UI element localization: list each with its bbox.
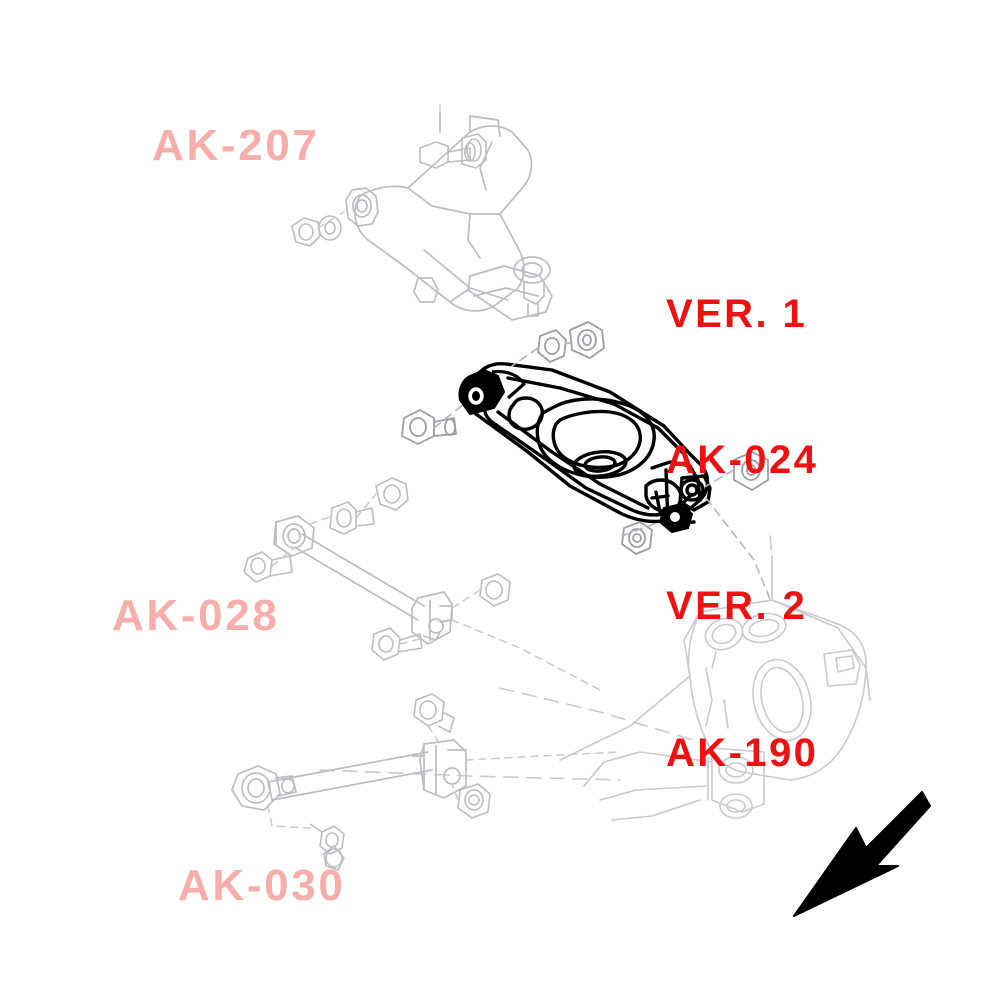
lower-arm-outer-mount — [658, 502, 694, 534]
part-ak207-upper-arm — [345, 111, 553, 321]
part-label-ak-028: AK-028 — [112, 591, 280, 640]
subframe-knuckle-group — [559, 555, 871, 821]
lower-arm-assembly-lines — [433, 341, 773, 605]
version-line-1: VER. 1 — [666, 291, 808, 336]
part-ak030-trailing-arm — [231, 739, 467, 811]
lower-arm-fasteners — [401, 321, 769, 555]
version-line-2: AK-024 — [666, 437, 819, 482]
version-line-3: VER. 2 — [666, 584, 808, 629]
part-label-ak-207: AK-207 — [152, 121, 320, 170]
lower-arm-inner-bushing — [458, 368, 527, 416]
ak207-assembly-lines — [317, 99, 441, 229]
ak030-assembly-lines — [267, 725, 621, 829]
part-label-ak-030: AK-030 — [178, 861, 346, 910]
part-ak028-link — [273, 515, 453, 645]
subframe-reference-lines — [319, 535, 773, 781]
version-callout: VER. 1 AK-024 VER. 2 AK-190 — [666, 192, 818, 875]
direction-arrow — [793, 791, 931, 917]
version-line-4: AK-190 — [666, 730, 819, 775]
ak028-assembly-lines — [271, 493, 601, 691]
ak030-fasteners — [309, 693, 491, 871]
ak028-fasteners — [243, 477, 511, 661]
ak207-fasteners — [291, 133, 487, 247]
